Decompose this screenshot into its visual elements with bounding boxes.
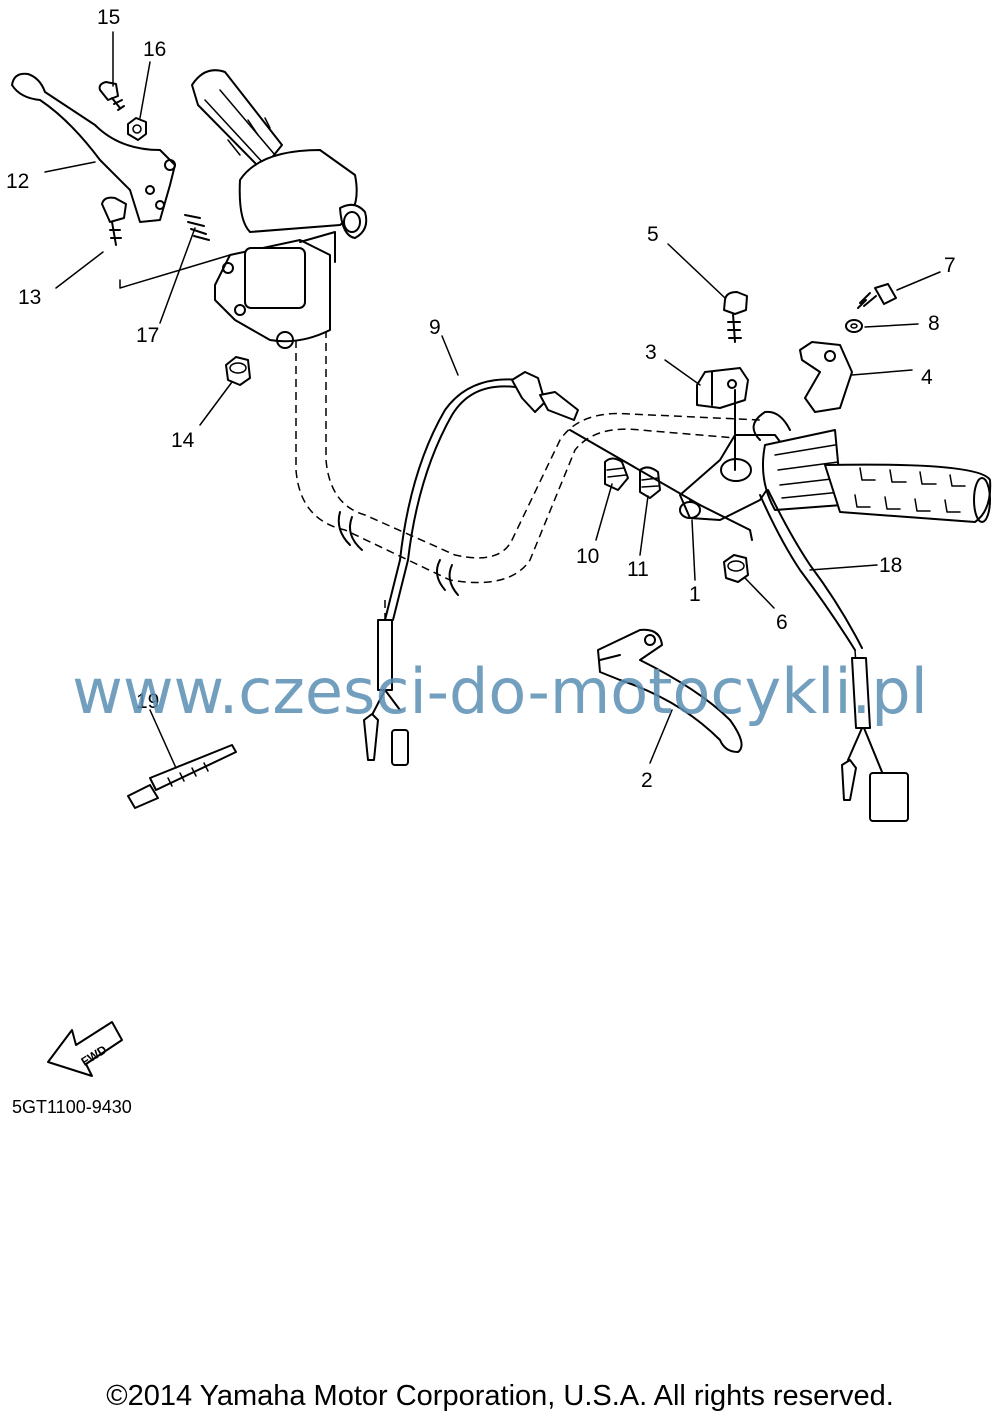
part-number-label: 7 (944, 254, 956, 277)
part-number-label: 9 (429, 316, 441, 339)
part-number-label: 1 (689, 583, 701, 606)
part-number-label: 5 (647, 223, 659, 246)
brake-lever (11, 72, 176, 223)
clamp (752, 341, 853, 441)
part-number-label: 19 (136, 690, 159, 713)
part-number-label: 10 (576, 545, 599, 568)
part-number-label: 17 (136, 324, 159, 347)
switch (696, 367, 749, 409)
switch-cable (363, 371, 579, 766)
leader-lines (44, 31, 941, 769)
right-fasteners (723, 283, 897, 583)
diagram-code: 5GT1100-9430 (12, 1097, 132, 1117)
part-number-label: 3 (645, 341, 657, 364)
cable-tie (127, 744, 237, 809)
part-number-label: 14 (171, 429, 195, 452)
part-number-label: 18 (879, 554, 902, 577)
cable-adjusters (569, 429, 701, 506)
right-grip (762, 429, 992, 523)
part-number-label: 13 (18, 286, 41, 309)
watermark: www.czesci-do-motocykli.pl (72, 655, 928, 728)
part-number-label: 6 (776, 611, 788, 634)
part-number-label: 16 (143, 38, 166, 61)
part-number-label: 11 (627, 558, 649, 581)
part-number-label: 15 (97, 6, 120, 29)
part-number-label: 4 (921, 366, 933, 389)
left-grip (191, 69, 283, 171)
handlebar (295, 330, 761, 596)
master-cylinder (214, 149, 368, 349)
small-fasteners (98, 81, 251, 386)
part-number-label: 8 (928, 312, 940, 335)
right-lever (597, 628, 743, 753)
part-number-label: 12 (6, 170, 29, 193)
throttle-cable (759, 489, 909, 822)
part-number-labels: 1 2 3 4 5 6 7 8 9 10 11 12 13 14 15 16 1… (6, 6, 956, 792)
part-number-label: 2 (641, 769, 653, 792)
copyright-notice: ©2014 Yamaha Motor Corporation, U.S.A. A… (106, 1380, 894, 1412)
fwd-arrow-icon: FWD (47, 1021, 123, 1077)
